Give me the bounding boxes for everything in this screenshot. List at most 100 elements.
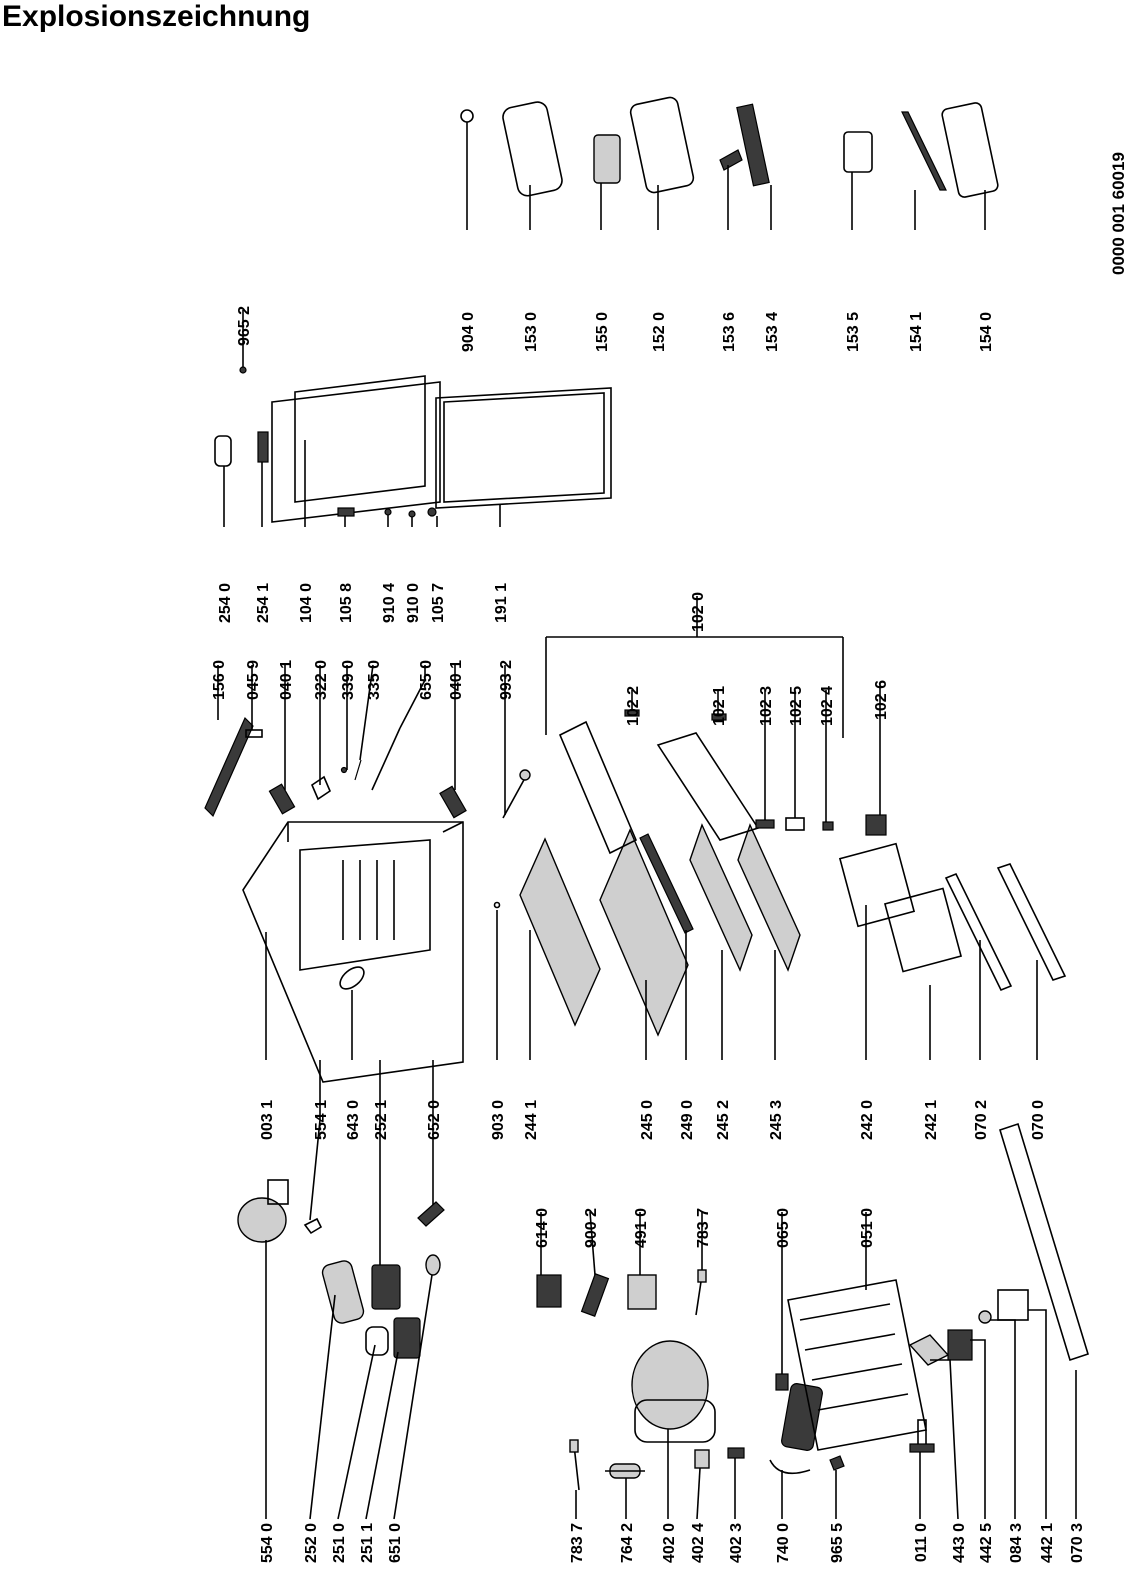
part-label-965-5: 965 5 bbox=[829, 1523, 846, 1563]
part-labels: 554 0 252 0 251 0 251 1 651 0 783 7 764 2 402 0… bbox=[211, 306, 1086, 1563]
part-label-011-0: 011 0 bbox=[913, 1523, 930, 1562]
light-frame-252-1 bbox=[371, 1264, 401, 1310]
cover-070-2 bbox=[944, 872, 1013, 992]
part-label-651-0: 651 0 bbox=[387, 1523, 404, 1563]
tube-783-7-b bbox=[695, 1269, 707, 1316]
part-label-102-5: 102 5 bbox=[788, 686, 805, 726]
screw-965-5 bbox=[829, 1455, 845, 1471]
part-label-153-0: 153 0 bbox=[523, 312, 540, 352]
plug-102-1 bbox=[711, 713, 727, 721]
grille-251-1 bbox=[393, 1317, 421, 1359]
thermostat-442-5 bbox=[947, 1329, 973, 1361]
compressor-402-0 bbox=[631, 1340, 716, 1443]
lamp-housing-252-0 bbox=[321, 1260, 365, 1324]
part-label-045-9: 045 9 bbox=[245, 660, 262, 700]
shelf-trim-249-0 bbox=[639, 833, 694, 934]
part-label-155-0: 155 0 bbox=[594, 312, 611, 352]
document-number: 0000 001 60019 bbox=[1109, 152, 1128, 275]
bar-153-4 bbox=[736, 103, 770, 187]
part-label-154-1: 154 1 bbox=[908, 312, 925, 352]
part-label-442-1: 442 1 bbox=[1039, 1523, 1056, 1563]
fan-part-554-0 bbox=[237, 1179, 289, 1243]
door-104-0 bbox=[271, 375, 441, 523]
part-label-003-1: 003 1 bbox=[259, 1100, 276, 1140]
part-label-783-7a: 783 7 bbox=[569, 1523, 586, 1563]
leader-lines bbox=[217, 122, 1077, 1520]
cabinet-003-1 bbox=[242, 821, 464, 1083]
rod-655-0 bbox=[371, 727, 401, 791]
cap-904-0 bbox=[460, 109, 474, 123]
part-label-245-0: 245 0 bbox=[639, 1100, 656, 1140]
bracket-442-1 bbox=[997, 1289, 1029, 1321]
part-label-251-0: 251 0 bbox=[331, 1523, 348, 1563]
part-label-102-0: 102 0 bbox=[690, 592, 707, 632]
part-label-070-2: 070 2 bbox=[973, 1100, 990, 1140]
pin-335-0 bbox=[354, 759, 362, 781]
part-label-442-5: 442 5 bbox=[978, 1523, 995, 1563]
screw-910-0 bbox=[408, 510, 416, 518]
hinge-040-1 bbox=[268, 783, 296, 815]
latch-102-3 bbox=[755, 819, 775, 829]
part-label-254-1: 254 1 bbox=[255, 583, 272, 623]
part-label-245-2: 245 2 bbox=[715, 1100, 732, 1140]
part-label-153-5: 153 5 bbox=[845, 312, 862, 352]
part-label-965-2: 965 2 bbox=[236, 306, 253, 346]
shelf-244-1 bbox=[519, 837, 601, 1027]
sensor-652-0 bbox=[417, 1201, 445, 1227]
small-bin-153-5 bbox=[843, 131, 873, 173]
part-label-252-0: 252 0 bbox=[303, 1523, 320, 1563]
part-label-154-0: 154 0 bbox=[978, 312, 995, 352]
part-label-652-0: 652 0 bbox=[426, 1100, 443, 1140]
retainer-153-6 bbox=[719, 149, 743, 171]
drain-993-2 bbox=[502, 769, 531, 819]
part-label-040-1a: 040 1 bbox=[278, 660, 295, 700]
clip-105-7 bbox=[427, 507, 437, 517]
relay-402-4 bbox=[694, 1449, 710, 1469]
crisper-242-1 bbox=[883, 887, 963, 973]
part-label-070-3: 070 3 bbox=[1069, 1523, 1086, 1563]
part-label-084-3: 084 3 bbox=[1008, 1523, 1025, 1563]
part-label-245-3: 245 3 bbox=[768, 1100, 785, 1140]
condenser-740-0 bbox=[769, 1383, 823, 1475]
cap-105-8 bbox=[337, 507, 355, 517]
hinge-040-1-b bbox=[439, 785, 467, 819]
part-label-402-0: 402 0 bbox=[661, 1523, 678, 1563]
part-label-252-1: 252 1 bbox=[373, 1100, 390, 1140]
part-label-102-3: 102 3 bbox=[758, 686, 775, 726]
part-label-554-1: 554 1 bbox=[313, 1100, 330, 1140]
part-label-153-4: 153 4 bbox=[764, 312, 781, 352]
door-shelf-153-0 bbox=[502, 101, 563, 197]
part-label-322-0: 322 0 bbox=[313, 660, 330, 700]
part-label-904-0: 904 0 bbox=[460, 312, 477, 352]
part-label-102-6: 102 6 bbox=[873, 680, 890, 720]
pin-965-2 bbox=[239, 366, 247, 374]
part-label-764-2: 764 2 bbox=[619, 1523, 636, 1563]
rail-154-1 bbox=[901, 111, 947, 191]
part-label-335-0: 335 0 bbox=[366, 660, 383, 700]
bracket-900-2 bbox=[580, 1273, 610, 1317]
part-label-554-0: 554 0 bbox=[259, 1523, 276, 1563]
part-label-402-4: 402 4 bbox=[690, 1523, 707, 1563]
clip-065-0 bbox=[775, 1373, 789, 1391]
part-label-051-0: 051 0 bbox=[859, 1208, 876, 1248]
diagram-title: Explosionszeichnung bbox=[2, 0, 311, 33]
part-label-242-1: 242 1 bbox=[923, 1100, 940, 1140]
part-label-102-4: 102 4 bbox=[819, 686, 836, 726]
vent-643-0 bbox=[339, 966, 365, 990]
part-label-993-2: 993 2 bbox=[498, 660, 515, 700]
part-label-254-0: 254 0 bbox=[217, 583, 234, 623]
screw-339-0 bbox=[340, 766, 348, 774]
part-label-491-0: 491 0 bbox=[633, 1208, 650, 1248]
part-label-903-0: 903 0 bbox=[490, 1100, 507, 1140]
connector-764-2 bbox=[605, 1463, 645, 1479]
part-label-339-0: 339 0 bbox=[340, 660, 357, 700]
part-label-910-4: 910 4 bbox=[381, 583, 398, 623]
rail-070-3 bbox=[999, 1122, 1089, 1362]
part-label-900-2: 900 2 bbox=[583, 1208, 600, 1248]
part-label-643-0: 643 0 bbox=[345, 1100, 362, 1140]
clip-part-554-1 bbox=[303, 1217, 323, 1235]
part-label-102-2: 102 2 bbox=[625, 686, 642, 726]
part-label-040-1b: 040 1 bbox=[448, 660, 465, 700]
part-label-251-1: 251 1 bbox=[359, 1523, 376, 1563]
door-strip-156-0 bbox=[204, 716, 254, 818]
